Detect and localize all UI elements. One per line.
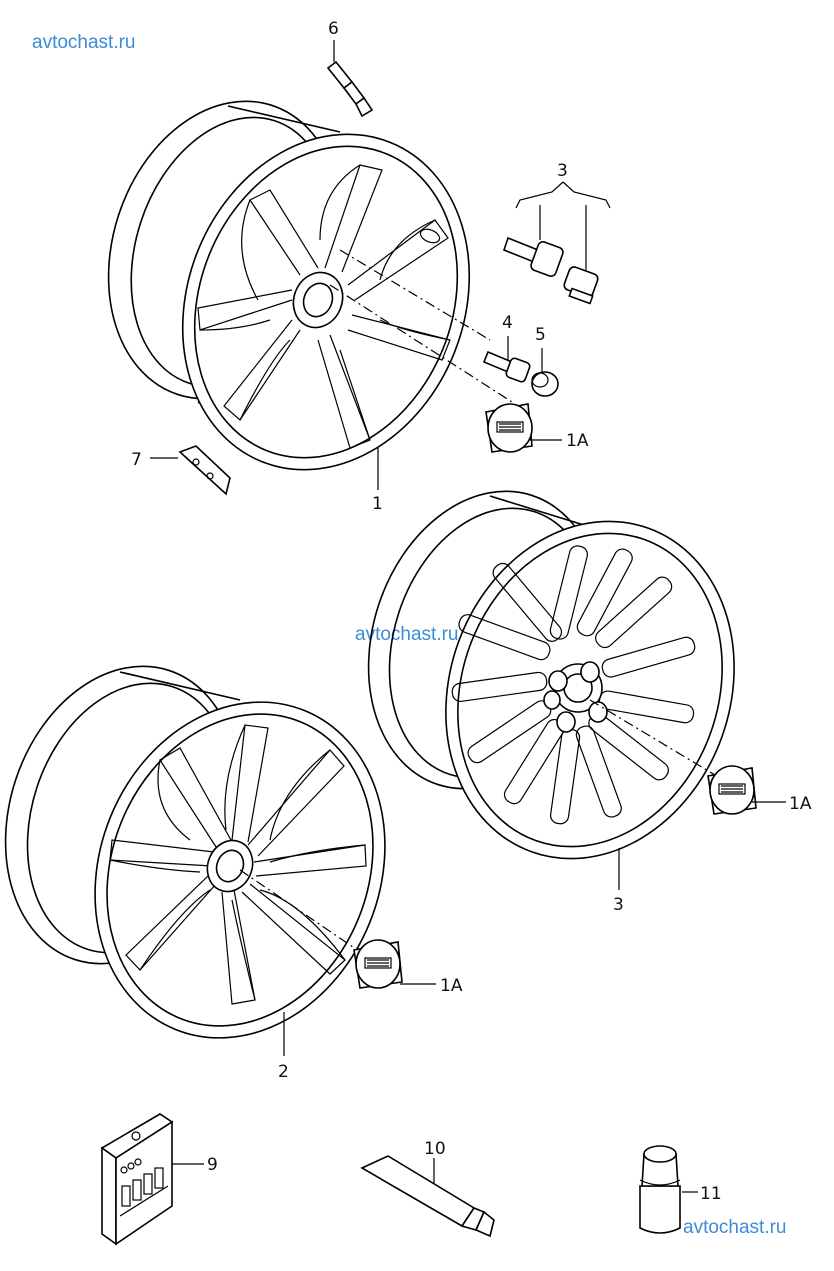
package-icon xyxy=(100,1113,174,1246)
callout-3-wheel: 3 xyxy=(613,895,624,915)
callout-3-bolts: 3 xyxy=(557,161,568,181)
wheel-2[interactable] xyxy=(0,636,434,1082)
callout-2: 2 xyxy=(278,1062,289,1082)
bolt-icon xyxy=(482,350,531,383)
callout-11: 11 xyxy=(700,1184,722,1204)
watermark-top-left: avtochast.ru xyxy=(32,32,136,53)
callout-1a-top: 1A xyxy=(566,431,589,451)
callout-10: 10 xyxy=(424,1139,446,1159)
bottle-icon xyxy=(639,1145,681,1234)
callout-4: 4 xyxy=(502,313,513,333)
nut-icon xyxy=(563,266,599,305)
centre-cap-1a xyxy=(353,939,403,989)
valve-icon xyxy=(326,60,374,118)
centre-cap-1a xyxy=(707,765,757,815)
wheel-1[interactable] xyxy=(72,71,519,513)
callout-6: 6 xyxy=(328,19,339,39)
cap-icon xyxy=(531,371,559,397)
bolt-icon xyxy=(503,236,564,277)
callout-5: 5 xyxy=(535,325,546,345)
centre-cap-1a xyxy=(485,403,533,453)
callout-9: 9 xyxy=(207,1155,218,1175)
sensor-icon xyxy=(178,445,231,496)
callout-7: 7 xyxy=(131,450,142,470)
tube-icon xyxy=(360,1155,495,1238)
wheel-3[interactable] xyxy=(332,461,781,900)
callout-1a-left: 1A xyxy=(440,976,463,996)
callout-1a-right: 1A xyxy=(789,794,812,814)
watermark-bottom-right: avtochast.ru xyxy=(683,1217,787,1238)
watermark-center: avtochast.ru xyxy=(355,624,459,645)
callout-1: 1 xyxy=(372,494,383,514)
